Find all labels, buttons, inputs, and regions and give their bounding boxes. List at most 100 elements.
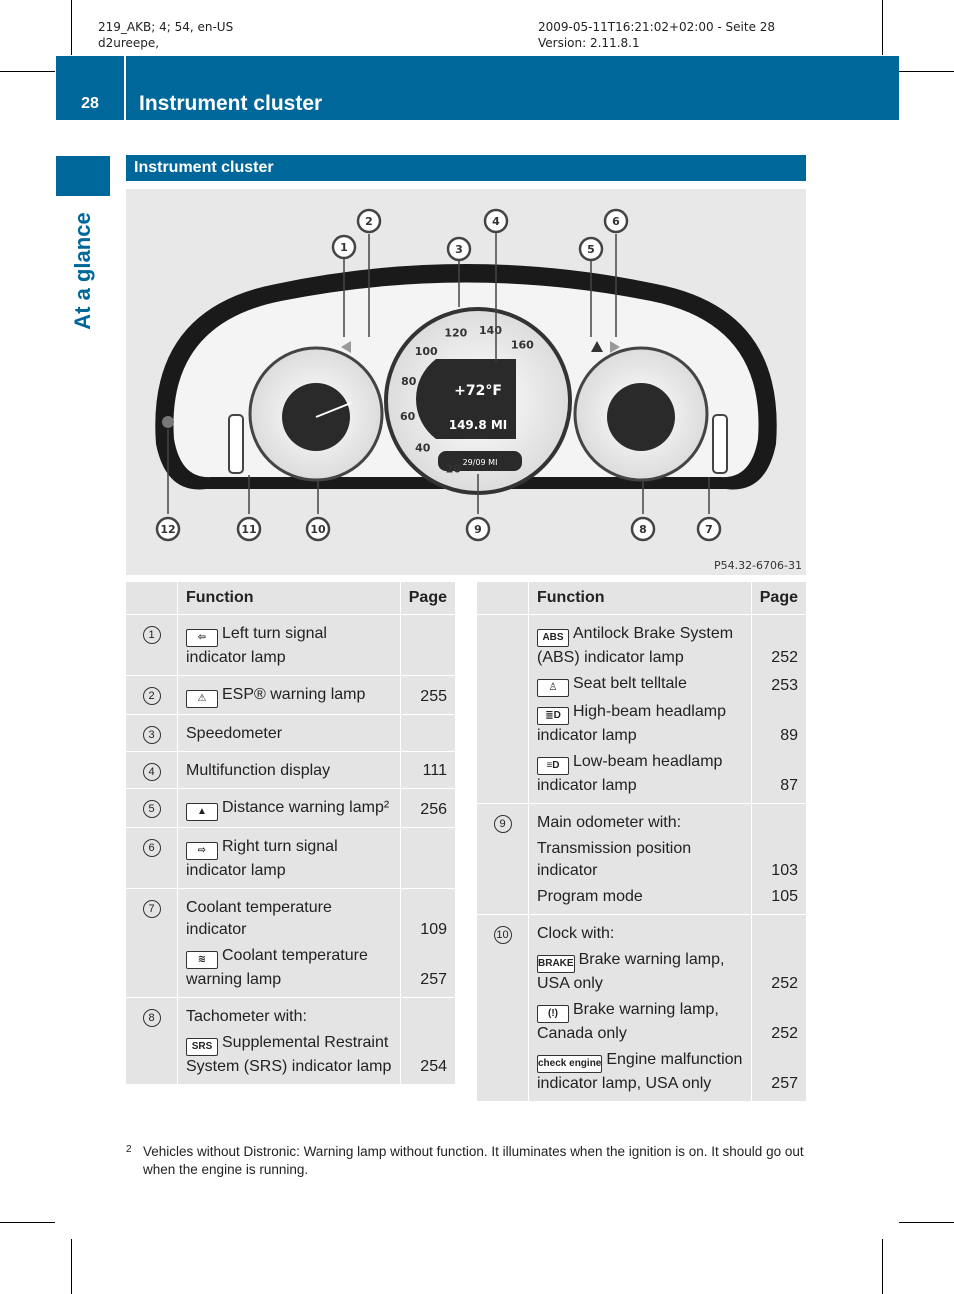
right-arrow-icon: ⇨ [186, 842, 218, 860]
function-text: Brake warning lamp, Canada only [537, 1001, 719, 1042]
page-reference[interactable] [760, 923, 798, 945]
page-reference[interactable]: 87 [780, 777, 798, 794]
page-reference[interactable]: 254 [420, 1058, 447, 1075]
crop-mark [0, 71, 55, 72]
page-reference[interactable]: 252 [771, 649, 798, 666]
callout-label: 12 [160, 523, 175, 536]
crop-mark [899, 1222, 954, 1223]
function-item: ▲Distance warning lamp² [186, 797, 392, 821]
function-text: Program mode [537, 888, 643, 905]
speed-tick-label: 80 [401, 375, 417, 388]
table-header-page: Page [750, 582, 806, 615]
callout-9: 9 [465, 516, 491, 542]
distance-warning-icon: ▲ [186, 803, 218, 821]
crop-mark [882, 1239, 883, 1294]
function-text: Engine malfunction indicator lamp, USA o… [537, 1051, 743, 1092]
function-item: Speedometer [186, 723, 392, 745]
function-item: Clock with: [537, 923, 743, 945]
callout-number: 4 [142, 763, 161, 781]
page-reference[interactable]: 252 [771, 975, 798, 992]
page-reference[interactable] [409, 623, 447, 669]
page-reference[interactable] [409, 723, 447, 745]
speed-tick-label: 140 [479, 324, 502, 337]
function-text: Supplemental Restraint System (SRS) indi… [186, 1034, 392, 1075]
row-number: 4 [126, 751, 178, 789]
page-cell: 111 [399, 751, 455, 789]
page-reference[interactable]: 105 [771, 888, 798, 905]
page-reference[interactable]: 253 [771, 677, 798, 694]
function-text: Seat belt telltale [573, 675, 687, 692]
callout-label: 2 [365, 215, 373, 228]
table-header-page: Page [399, 582, 455, 615]
callout-number: 10 [493, 926, 512, 944]
page-reference[interactable]: 252 [771, 1025, 798, 1042]
brake-circle-icon: (!) [537, 1005, 569, 1023]
function-cell: ⇦Left turn signal indicator lamp [177, 614, 401, 676]
page-reference[interactable]: 111 [422, 762, 447, 779]
page-cell: 109 257 [399, 888, 455, 998]
function-text: Right turn signal indicator lamp [186, 838, 338, 879]
speed-tick-label: 160 [511, 338, 534, 351]
row-number: 7 [126, 888, 178, 998]
page-header [56, 56, 899, 120]
odometer-display [438, 451, 522, 471]
page-reference[interactable] [409, 836, 447, 882]
page-cell: 256 [399, 788, 455, 828]
coolant-icon: ≋ [186, 951, 218, 969]
function-item: Program mode [537, 886, 743, 908]
page-reference[interactable]: 257 [771, 1075, 798, 1092]
page-reference[interactable]: 103 [771, 862, 798, 879]
callout-label: 7 [705, 523, 713, 536]
callout-label: 4 [492, 215, 500, 228]
check-engine-icon: check engine [537, 1055, 603, 1073]
page-reference[interactable]: 109 [420, 921, 447, 938]
print-meta-left: 219_AKB; 4; 54, en-US d2ureepe, [98, 19, 233, 51]
function-text: Brake warning lamp, USA only [537, 951, 725, 992]
function-text: Coolant temperature warning lamp [186, 947, 368, 988]
footnote-mark: 2 [126, 1144, 132, 1155]
page-reference[interactable]: 89 [780, 727, 798, 744]
reset-knob[interactable] [162, 416, 174, 428]
callout-label: 10 [310, 523, 326, 536]
callout-1: 1 [331, 234, 357, 260]
page-reference[interactable] [409, 1006, 447, 1028]
side-tab: At a glance [56, 196, 110, 346]
page-reference[interactable] [760, 812, 798, 834]
table-row: 4 Multifunction display 111 [126, 751, 455, 789]
function-text: Left turn signal indicator lamp [186, 625, 327, 666]
fuel-gauge [228, 414, 244, 474]
page-reference[interactable]: 256 [420, 801, 447, 818]
callout-label: 5 [587, 243, 595, 256]
meta-line: 219_AKB; 4; 54, en-US [98, 20, 234, 34]
page-reference[interactable]: 255 [420, 688, 447, 705]
callout-number: 8 [142, 1009, 161, 1027]
page-number: 28 [81, 95, 99, 112]
side-tab-block [56, 156, 110, 196]
row-number: 5 [126, 788, 178, 828]
row-number: 9 [477, 803, 529, 915]
display-temperature: +72°F [454, 383, 502, 399]
page-cell [399, 714, 455, 752]
print-meta-right: 2009-05-11T16:21:02+02:00 - Seite 28 Ver… [538, 19, 775, 51]
page-reference[interactable]: 257 [420, 971, 447, 988]
function-item: Transmission position indicator [537, 838, 743, 882]
callout-number: 6 [142, 839, 161, 857]
table-header-function: Function [177, 582, 401, 615]
callout-label: 9 [474, 523, 482, 536]
crop-mark [71, 0, 72, 55]
function-text: Multifunction display [186, 762, 331, 779]
callout-7: 7 [696, 516, 722, 542]
row-number: 1 [126, 614, 178, 676]
footnote-text: Vehicles without Distronic: Warning lamp… [143, 1144, 804, 1177]
row-number: 2 [126, 675, 178, 715]
crop-mark [0, 1222, 55, 1223]
function-text: Low-beam headlamp indicator lamp [537, 753, 723, 794]
